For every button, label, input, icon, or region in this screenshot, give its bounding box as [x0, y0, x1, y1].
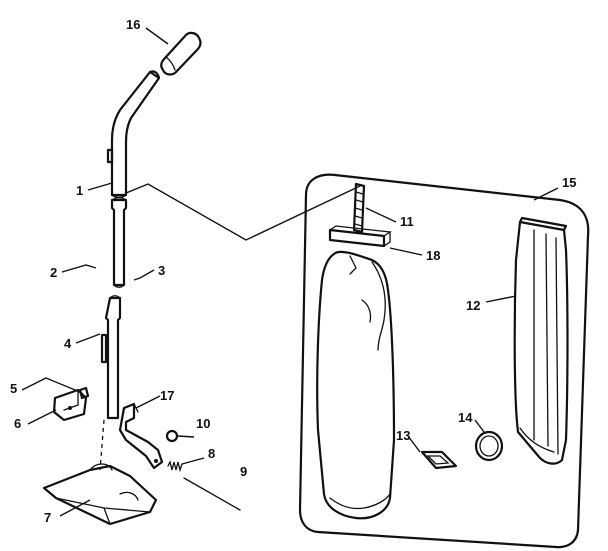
callout-12: 12: [466, 298, 480, 313]
callout-1: 1: [76, 183, 83, 198]
part-18-bag-collar: [328, 225, 392, 248]
callout-15: 15: [562, 175, 576, 190]
callout-3: 3: [158, 263, 165, 278]
callout-7: 7: [44, 510, 51, 525]
callout-9: 9: [240, 464, 247, 479]
part-10-ball: [165, 429, 179, 443]
callout-10: 10: [196, 416, 210, 431]
part-8-spring: [167, 460, 183, 473]
assembly-connection-line: [125, 183, 361, 241]
part-13-gasket: [420, 450, 458, 470]
part-6-bracket: [52, 388, 88, 422]
callout-14: 14: [458, 410, 473, 425]
callout-2: 2: [50, 265, 57, 280]
callout-18: 18: [426, 248, 440, 263]
callout-leaders: [21, 27, 559, 517]
part-7-nozzle-base: [42, 463, 158, 526]
assembly-axis-line: [99, 419, 105, 471]
part-14-ring: [474, 430, 504, 462]
part-1-upper-handle: [106, 70, 161, 198]
part-15-bag-assembly-outline: [298, 173, 590, 549]
callout-labels: 16 1 2 3 4 5 6 7 8 9 10 11 12 13 14 15 1…: [10, 17, 576, 525]
callout-17: 17: [160, 388, 174, 403]
callout-13: 13: [396, 428, 410, 443]
part-16-handle-grip: [160, 31, 202, 76]
disposable-paper-bag: [316, 250, 396, 520]
callout-5: 5: [10, 381, 17, 396]
part-9-rod: [183, 477, 241, 511]
part-5-screw: [45, 377, 90, 400]
callout-8: 8: [208, 446, 215, 461]
callout-11: 11: [400, 214, 414, 229]
part-11-spring: [352, 182, 366, 234]
callout-4: 4: [64, 336, 72, 351]
callout-6: 6: [14, 416, 21, 431]
part-17-foot-lever: [118, 402, 164, 470]
part-4-lower-tube: [100, 295, 122, 420]
middle-handle-tube: [110, 197, 128, 288]
callout-16: 16: [126, 17, 140, 32]
part-12-outer-bag: [513, 216, 569, 465]
